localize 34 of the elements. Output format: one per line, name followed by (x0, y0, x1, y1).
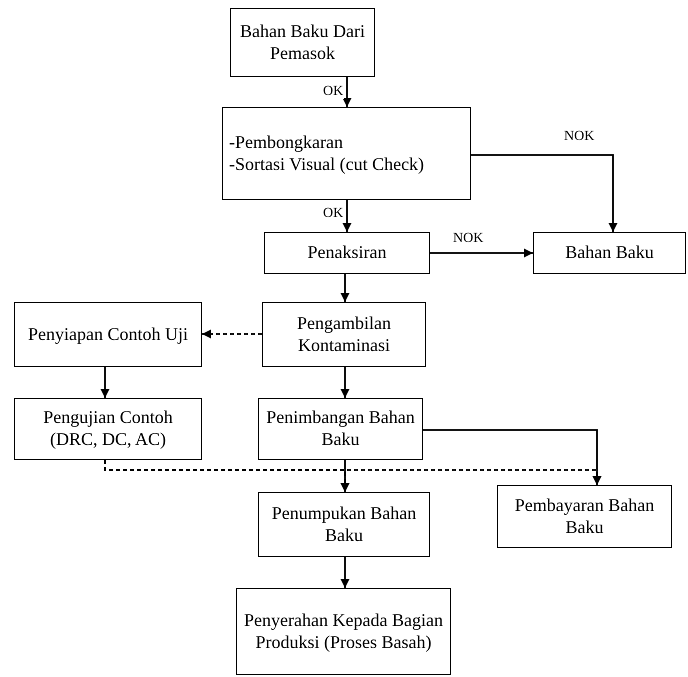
box-text: Pengujian Contoh (DRC, DC, AC) (42, 407, 174, 451)
box-text: Pembayaran Bahan Baku (514, 494, 656, 538)
arrow (340, 367, 350, 398)
box-text: Penyiapan Contoh Uji (28, 324, 188, 346)
arrow (202, 330, 262, 338)
box-text: -Pembongkaran (229, 132, 343, 154)
box-text: Penaksiran (308, 242, 386, 264)
arrow (104, 460, 602, 485)
arrow (430, 248, 533, 258)
arrow (340, 274, 350, 302)
box-text: Penimbangan Bahan Baku (265, 407, 416, 451)
arrow (100, 367, 110, 398)
process-box (262, 302, 426, 367)
arrow (340, 557, 350, 588)
box-text: -Sortasi Visual (cut Check) (229, 154, 424, 176)
box-text: Bahan Baku Dari Pemasok (239, 20, 366, 64)
process-box (230, 8, 375, 77)
edge-label: OK (322, 85, 344, 99)
box-text: Penumpukan Bahan Baku (270, 502, 418, 546)
process-box (258, 398, 423, 460)
process-box (222, 107, 471, 200)
arrow (342, 77, 352, 107)
process-box (14, 398, 202, 460)
arrow (342, 200, 352, 232)
process-box (497, 485, 672, 548)
process-box (533, 232, 686, 274)
box-text: Pengambilan Kontaminasi (296, 312, 392, 356)
process-box (236, 588, 451, 675)
process-box (14, 302, 202, 367)
arrow (471, 154, 618, 232)
process-box (258, 492, 430, 557)
process-box (264, 232, 430, 274)
box-text: Penyerahan Kepada Bagian Produksi (Proses Basah) (243, 610, 444, 654)
box-text: Bahan Baku (565, 242, 654, 264)
